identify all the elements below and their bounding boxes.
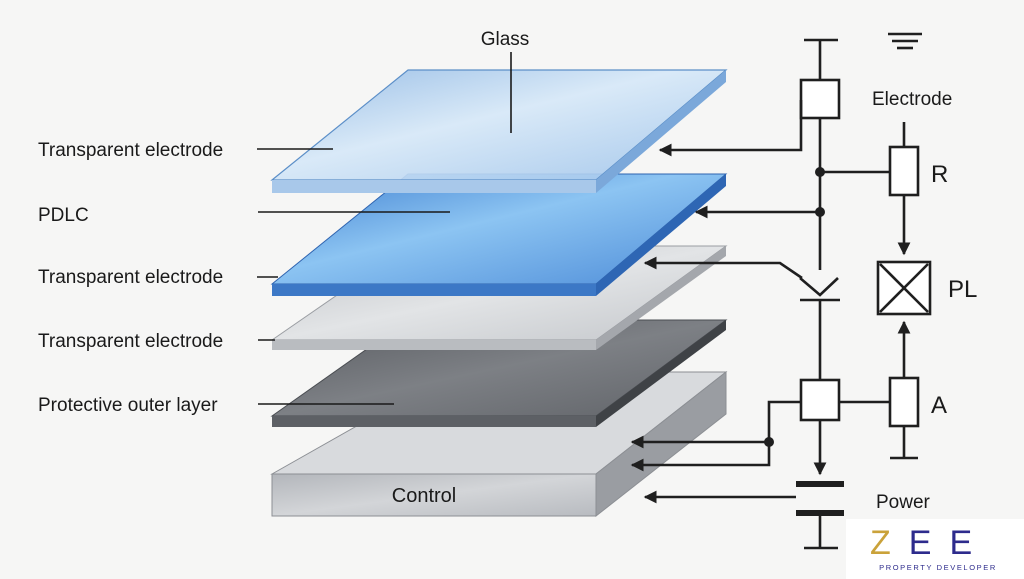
glass-label: Glass (481, 29, 530, 50)
pl-label: PL (948, 276, 977, 303)
pdlc-label: PDLC (38, 205, 89, 226)
protective-outer-layer-label: Protective outer layer (38, 395, 218, 416)
top-switch-box (799, 78, 841, 120)
transparent-electrode-low-label: Transparent electrode (38, 331, 223, 352)
power-plate-top (796, 481, 844, 487)
power-label: Power (876, 492, 931, 513)
a-label: A (931, 392, 947, 419)
transparent-electrode-top-label: Transparent electrode (38, 140, 223, 161)
zee-logo: ZEE PROPERTY DEVELOPER (846, 519, 1024, 579)
resistor-r (888, 145, 920, 197)
control-circuit (630, 32, 932, 550)
glass-feed-arrow (658, 100, 803, 157)
electrode-feed-arrow (643, 256, 803, 280)
logo-tagline: PROPERTY DEVELOPER (879, 563, 997, 572)
control-label: Control (392, 485, 456, 507)
ammeter-a (888, 376, 920, 428)
lower-switch-box (799, 378, 841, 422)
glass-layer (270, 69, 728, 193)
control-feed-arrow-1 (630, 400, 801, 472)
transparent-electrode-mid-label: Transparent electrode (38, 267, 223, 288)
electrode-label: Electrode (872, 89, 952, 110)
r-label: R (931, 161, 948, 188)
logo-mark: ZEE (870, 524, 991, 562)
pdlc-layer (270, 173, 728, 296)
power-plate-bottom (796, 510, 844, 516)
